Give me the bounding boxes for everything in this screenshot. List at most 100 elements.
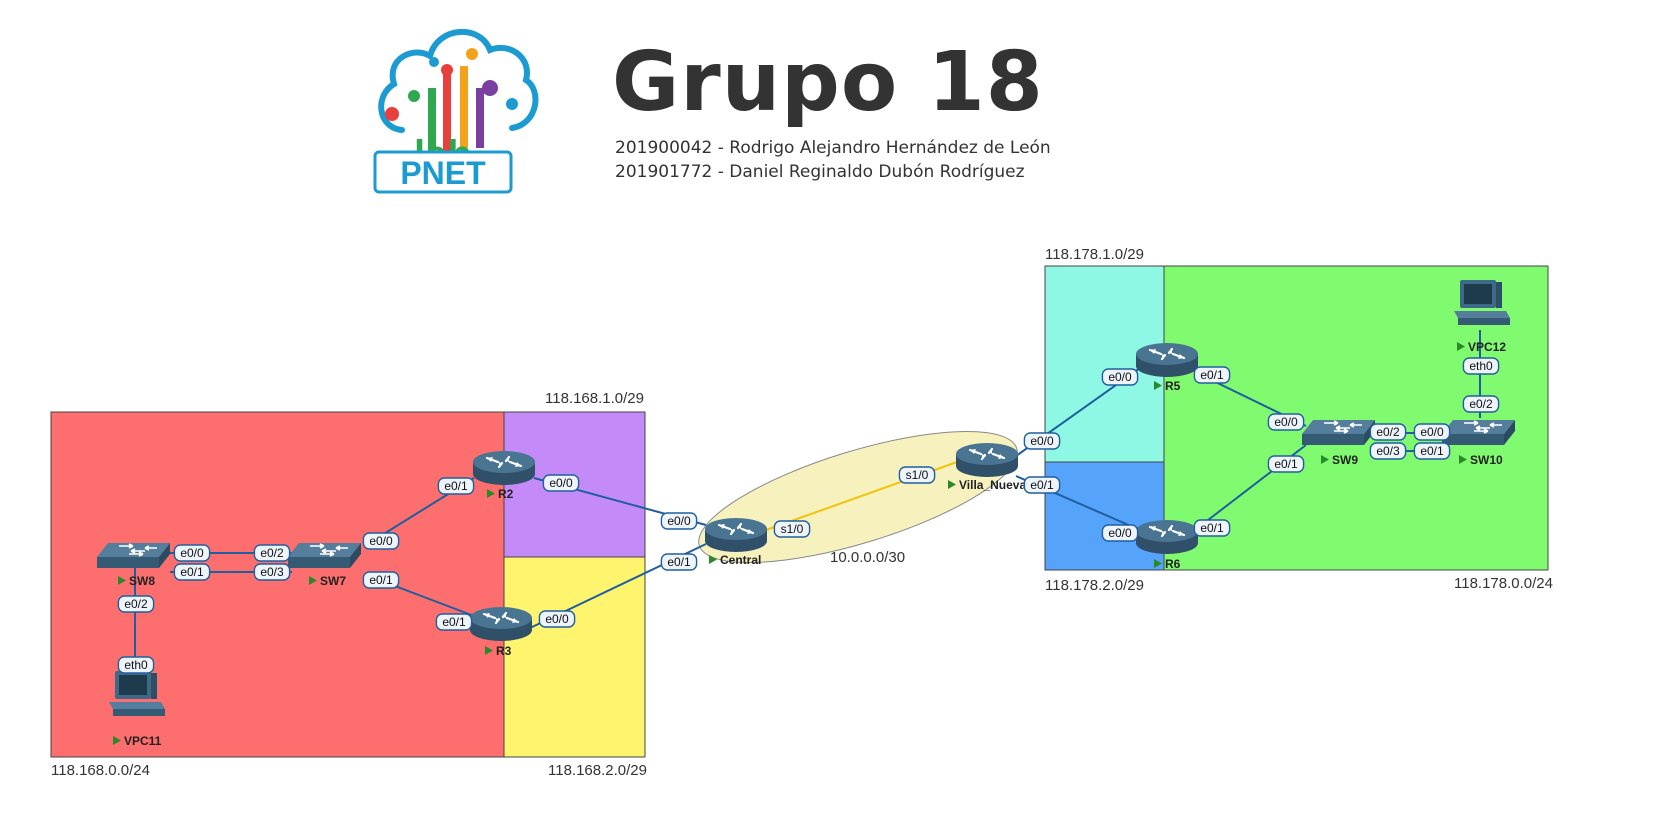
running-status-icon (309, 576, 317, 585)
member-1: 201900042 - Rodrigo Alejandro Hernández … (615, 138, 1051, 158)
running-status-icon (118, 576, 126, 585)
svg-text:e0/1: e0/1 (1030, 478, 1054, 492)
svg-text:s1/0: s1/0 (781, 522, 804, 536)
member-2: 201901772 - Daniel Reginaldo Dubón Rodrí… (615, 162, 1025, 182)
node-label-sw10: SW10 (1470, 453, 1503, 467)
switch-icon (287, 542, 362, 569)
svg-text:e0/0: e0/0 (549, 476, 573, 490)
svg-text:e0/0: e0/0 (1108, 370, 1132, 384)
net-label-10-0-0: 10.0.0.0/30 (830, 549, 905, 566)
svg-text:e0/2: e0/2 (1469, 397, 1493, 411)
svg-text:e0/2: e0/2 (260, 546, 284, 560)
net-label-118-178-0: 118.178.0.0/24 (1454, 575, 1553, 592)
port-label: e0/0 (660, 512, 698, 530)
node-r2[interactable] (471, 449, 537, 487)
switch-icon (96, 542, 171, 569)
svg-text:e0/1: e0/1 (1200, 368, 1224, 382)
node-sw9[interactable] (1301, 419, 1376, 446)
port-label: e0/1 (660, 553, 698, 571)
svg-text:e0/1: e0/1 (180, 565, 204, 579)
node-label-r2: R2 (498, 487, 514, 501)
node-central[interactable] (703, 516, 769, 554)
svg-text:e0/0: e0/0 (1420, 425, 1444, 439)
logo-pnet-text: PNET (400, 155, 486, 191)
node-r6[interactable] (1134, 518, 1200, 556)
net-label-118-168-0: 118.168.0.0/24 (51, 762, 150, 779)
port-label: e0/0 (538, 610, 576, 628)
running-status-icon (1154, 559, 1162, 568)
running-status-icon (948, 480, 956, 489)
svg-text:e0/1: e0/1 (369, 573, 393, 587)
svg-text:s1/0: s1/0 (906, 468, 929, 482)
running-status-icon (1154, 381, 1162, 390)
port-label: e0/1 (362, 571, 400, 589)
port-label: e0/0 (1023, 432, 1061, 450)
node-label-r5: R5 (1165, 379, 1181, 393)
svg-text:e0/0: e0/0 (369, 534, 393, 548)
running-status-icon (1459, 455, 1467, 464)
svg-text:e0/0: e0/0 (180, 546, 204, 560)
node-label-sw9: SW9 (1332, 453, 1358, 467)
svg-text:e0/3: e0/3 (260, 565, 284, 579)
svg-text:eth0: eth0 (124, 658, 148, 672)
port-label: e0/1 (1267, 455, 1305, 473)
svg-text:e0/2: e0/2 (1376, 425, 1400, 439)
port-label: e0/3 (253, 563, 291, 581)
port-label: e0/2 (117, 595, 155, 613)
port-label: e0/0 (1413, 423, 1451, 441)
node-label-sw8: SW8 (129, 574, 155, 588)
node-label-villa: Villa_Nueva (959, 478, 1026, 492)
port-label: e0/1 (437, 477, 475, 495)
node-vpc12[interactable] (1454, 280, 1510, 325)
svg-text:e0/0: e0/0 (1108, 526, 1132, 540)
port-label: eth0 (1462, 357, 1500, 375)
svg-text:e0/2: e0/2 (124, 597, 148, 611)
svg-text:e0/0: e0/0 (545, 612, 569, 626)
node-label-sw7: SW7 (320, 574, 346, 588)
net-label-118-178-2: 118.178.2.0/29 (1045, 577, 1144, 594)
net-label-118-168-2: 118.168.2.0/29 (548, 762, 647, 779)
port-label: e0/1 (1413, 442, 1451, 460)
pc-icon (1454, 280, 1510, 325)
node-vpc11[interactable] (109, 671, 165, 716)
svg-text:e0/1: e0/1 (1420, 444, 1444, 458)
node-sw7[interactable] (287, 542, 362, 569)
port-label: e0/0 (1101, 524, 1139, 542)
zone-118-168-0 (50, 411, 505, 758)
port-label: e0/1 (435, 613, 473, 631)
svg-text:e0/1: e0/1 (667, 555, 691, 569)
port-label: e0/0 (362, 532, 400, 550)
router-icon (1134, 341, 1200, 379)
port-label: s1/0 (898, 466, 936, 484)
svg-text:e0/3: e0/3 (1376, 444, 1400, 458)
svg-text:e0/1: e0/1 (1200, 521, 1224, 535)
port-label: e0/2 (1462, 395, 1500, 413)
port-label: e0/1 (1193, 366, 1231, 384)
node-sw10[interactable] (1441, 419, 1516, 446)
node-r5[interactable] (1134, 341, 1200, 379)
node-villa[interactable] (954, 441, 1020, 479)
port-label: e0/0 (1267, 413, 1305, 431)
switch-icon (1301, 419, 1376, 446)
node-r3[interactable] (468, 605, 534, 643)
port-label: eth0 (117, 656, 155, 674)
port-label: e0/0 (173, 544, 211, 562)
router-icon (471, 449, 537, 487)
port-label: e0/1 (173, 563, 211, 581)
svg-text:e0/0: e0/0 (1274, 415, 1298, 429)
zone-118-168-2 (503, 556, 646, 758)
svg-text:e0/0: e0/0 (1030, 434, 1054, 448)
router-icon (703, 516, 769, 554)
router-icon (954, 441, 1020, 479)
net-label-118-178-1: 118.178.1.0/29 (1045, 246, 1144, 263)
port-label: s1/0 (773, 520, 811, 538)
pc-icon (109, 671, 165, 716)
port-label: e0/0 (542, 474, 580, 492)
node-label-central: Central (720, 553, 761, 567)
router-icon (468, 605, 534, 643)
svg-text:e0/1: e0/1 (1274, 457, 1298, 471)
zone-118-178-2 (1044, 461, 1165, 571)
svg-text:eth0: eth0 (1469, 359, 1493, 373)
node-sw8[interactable] (96, 542, 171, 569)
